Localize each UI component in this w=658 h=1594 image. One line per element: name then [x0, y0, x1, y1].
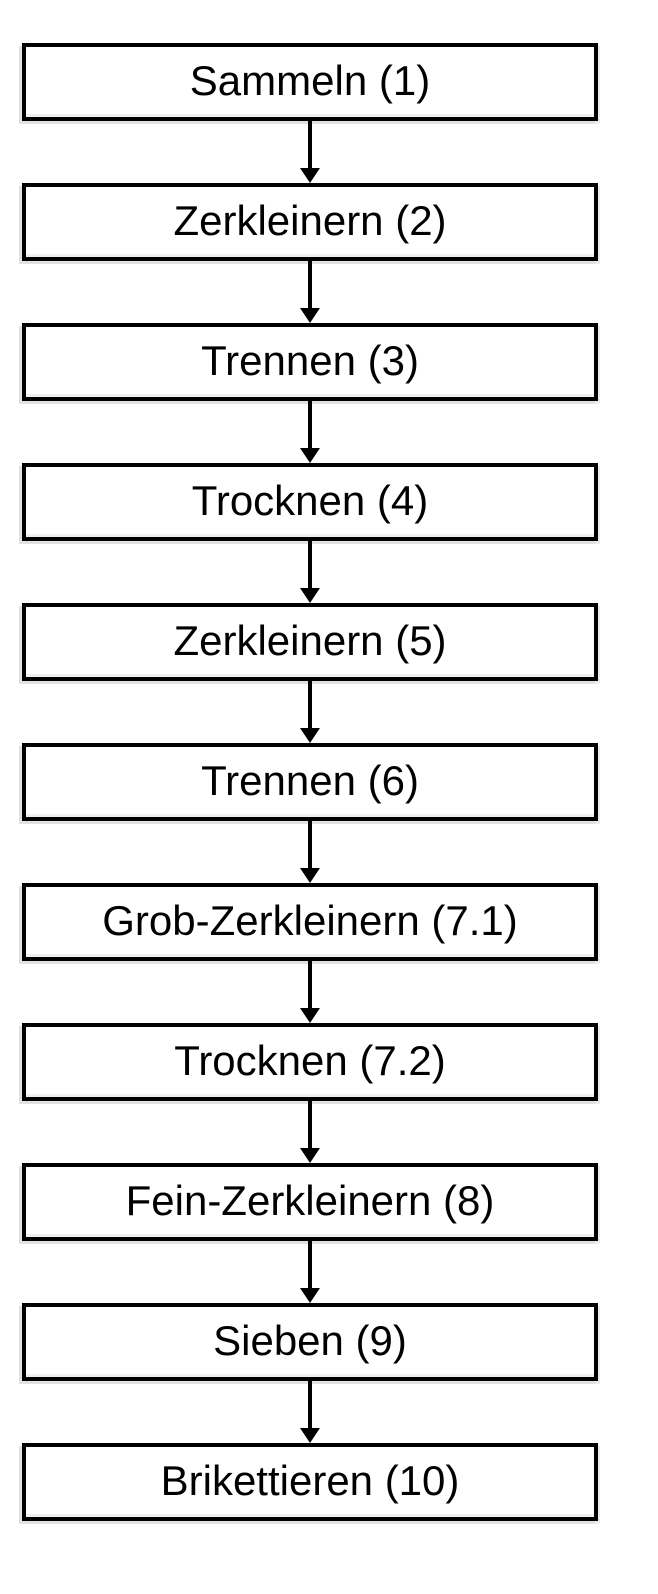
down-arrow: [22, 821, 598, 883]
arrowhead-down-icon: [300, 1428, 320, 1443]
flow-node-label: Grob-Zerkleinern (7.1): [102, 897, 518, 944]
flow-node-label: Trennen (3): [201, 337, 419, 384]
flow-node-label: Zerkleinern (5): [173, 617, 447, 664]
flow-node-label: Fein-Zerkleinern (8): [125, 1177, 495, 1224]
flow-node-label: Trocknen (7.2): [174, 1037, 446, 1084]
flow-node: Trocknen (7.2): [22, 1023, 598, 1101]
flow-node-label: Zerkleinern (2): [173, 197, 447, 244]
arrowhead-down-icon: [300, 448, 320, 463]
arrow-shaft: [308, 821, 312, 869]
flow-node-label: Sammeln (1): [189, 57, 431, 104]
flow-node: Trennen (6): [22, 743, 598, 821]
down-arrow: [22, 541, 598, 603]
arrow-shaft: [308, 1101, 312, 1149]
arrow-shaft: [308, 541, 312, 589]
arrow-shaft: [308, 961, 312, 1009]
flow-node-label: Trennen (6): [201, 757, 419, 804]
arrowhead-down-icon: [300, 588, 320, 603]
arrow-shaft: [308, 121, 312, 169]
down-arrow: [22, 121, 598, 183]
flow-node: Sammeln (1): [22, 43, 598, 121]
flow-node: Fein-Zerkleinern (8): [22, 1163, 598, 1241]
flow-node: Zerkleinern (2): [22, 183, 598, 261]
flow-node: Brikettieren (10): [22, 1443, 598, 1521]
down-arrow: [22, 961, 598, 1023]
flow-node-label: Brikettieren (10): [160, 1457, 460, 1504]
arrow-shaft: [308, 1241, 312, 1289]
flow-node-label: Sieben (9): [213, 1317, 407, 1364]
arrowhead-down-icon: [300, 168, 320, 183]
arrow-shaft: [308, 261, 312, 309]
down-arrow: [22, 401, 598, 463]
arrow-shaft: [308, 401, 312, 449]
flow-node: Grob-Zerkleinern (7.1): [22, 883, 598, 961]
flow-node: Sieben (9): [22, 1303, 598, 1381]
arrow-shaft: [308, 681, 312, 729]
flow-node: Trennen (3): [22, 323, 598, 401]
down-arrow: [22, 1381, 598, 1443]
arrow-shaft: [308, 1381, 312, 1429]
arrowhead-down-icon: [300, 1148, 320, 1163]
down-arrow: [22, 261, 598, 323]
down-arrow: [22, 681, 598, 743]
arrowhead-down-icon: [300, 1008, 320, 1023]
arrowhead-down-icon: [300, 728, 320, 743]
flow-node: Trocknen (4): [22, 463, 598, 541]
down-arrow: [22, 1101, 598, 1163]
flow-node: Zerkleinern (5): [22, 603, 598, 681]
arrowhead-down-icon: [300, 868, 320, 883]
down-arrow: [22, 1241, 598, 1303]
process-flowchart: Sammeln (1) Zerkleinern (2) Trennen (3) …: [22, 43, 598, 1521]
arrowhead-down-icon: [300, 1288, 320, 1303]
arrowhead-down-icon: [300, 308, 320, 323]
flow-node-label: Trocknen (4): [191, 477, 429, 524]
